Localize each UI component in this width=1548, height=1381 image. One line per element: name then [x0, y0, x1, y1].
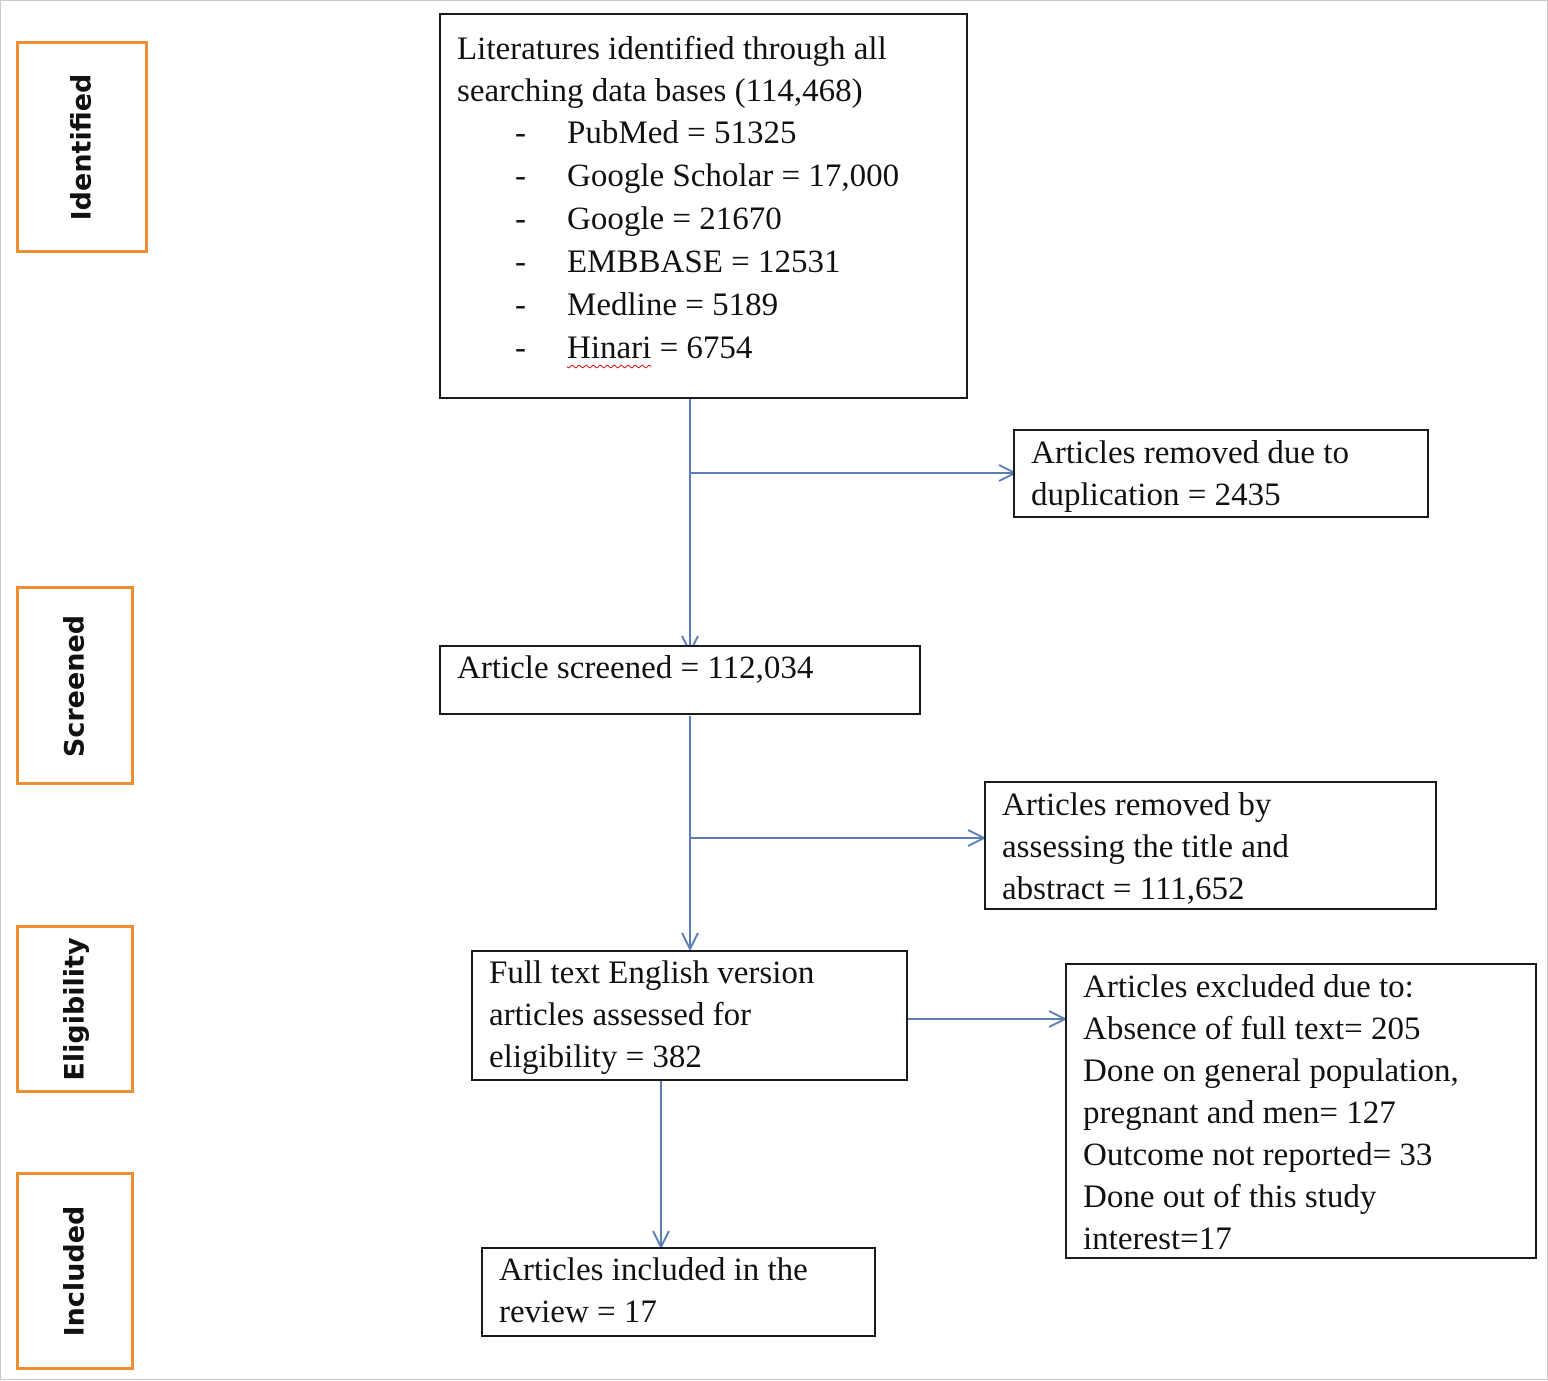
- stage-label-identified: Identified: [16, 41, 148, 253]
- excluded-reasons-box: Articles excluded due to: Absence of ful…: [1065, 963, 1537, 1259]
- excluded-line: pregnant and men= 127: [1083, 1095, 1396, 1131]
- stage-label-screened: Screened: [16, 586, 134, 785]
- excluded-line: Done out of this study: [1083, 1179, 1377, 1215]
- source-item: -Google Scholar = 17,000: [515, 158, 900, 194]
- title-abstract-line-1: Articles removed by: [1002, 787, 1272, 823]
- excluded-line: Done on general population,: [1083, 1053, 1459, 1089]
- stage-label-eligibility: Eligibility: [16, 925, 134, 1093]
- excluded-line: interest=17: [1083, 1221, 1232, 1257]
- excluded-line: Articles excluded due to:: [1083, 969, 1414, 1005]
- stage-identified-text: Identified: [66, 73, 98, 221]
- stage-label-included: Included: [16, 1172, 134, 1370]
- identified-line-1: Literatures identified through all: [457, 31, 887, 67]
- source-item: -Google = 21670: [515, 201, 782, 237]
- included-line-1: Articles included in the: [499, 1252, 808, 1288]
- source-item: -Medline = 5189: [515, 287, 779, 323]
- stage-eligibility-text: Eligibility: [59, 937, 91, 1081]
- identified-box: Literatures identified through all searc…: [439, 13, 968, 399]
- source-item: -EMBBASE = 12531: [515, 244, 841, 280]
- source-item: -Hinari = 6754: [515, 330, 753, 366]
- screened-box: Article screened = 112,034: [439, 645, 921, 715]
- source-item: -PubMed = 51325: [515, 115, 797, 151]
- duplicates-line-1: Articles removed due to: [1031, 435, 1349, 471]
- included-line-2: review = 17: [499, 1294, 657, 1330]
- identified-line-2: searching data bases (114,468): [457, 73, 863, 109]
- title-abstract-removed-box: Articles removed by assessing the title …: [984, 781, 1437, 910]
- excluded-line: Absence of full text= 205: [1083, 1011, 1421, 1047]
- included-box: Articles included in the review = 17: [481, 1247, 876, 1337]
- fulltext-assessed-box: Full text English version articles asses…: [471, 950, 908, 1081]
- fulltext-line-3: eligibility = 382: [489, 1039, 702, 1075]
- excluded-line: Outcome not reported= 33: [1083, 1137, 1433, 1173]
- fulltext-line-2: articles assessed for: [489, 997, 752, 1033]
- fulltext-line-1: Full text English version: [489, 955, 815, 991]
- duplicates-removed-box: Articles removed due to duplication = 24…: [1013, 429, 1429, 518]
- duplicates-line-2: duplication = 2435: [1031, 477, 1281, 513]
- screened-line-1: Article screened = 112,034: [457, 650, 814, 686]
- stage-screened-text: Screened: [59, 614, 91, 757]
- title-abstract-line-3: abstract = 111,652: [1002, 871, 1245, 907]
- stage-included-text: Included: [59, 1205, 91, 1337]
- title-abstract-line-2: assessing the title and: [1002, 829, 1289, 865]
- source-list: -PubMed = 51325 -Google Scholar = 17,000…: [457, 112, 950, 370]
- spellcheck-underlined-word: Hinari: [567, 330, 652, 366]
